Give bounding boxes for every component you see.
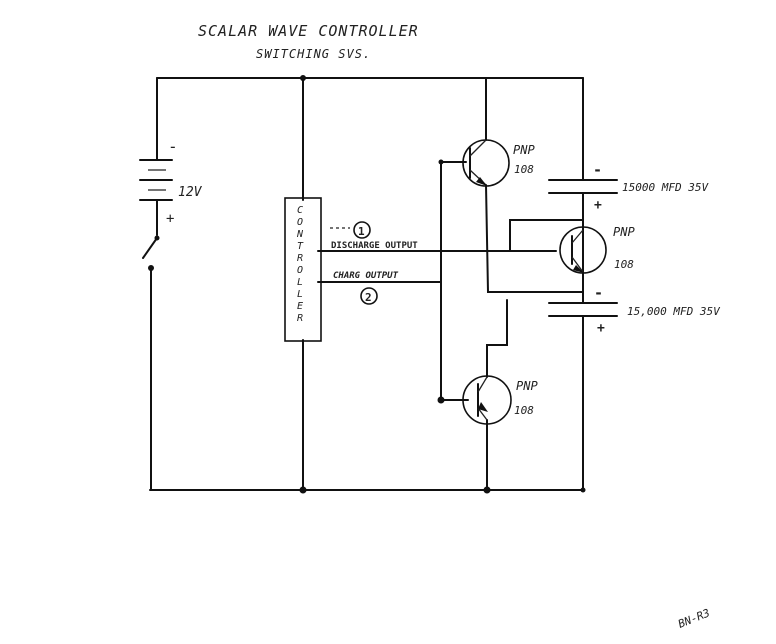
transistor-top-model: 108 [514,163,534,176]
battery-voltage-label: 12V [178,185,203,200]
capacitor-bottom-minus: - [594,284,603,302]
capacitor-top-plus: + [594,198,602,213]
transistor-middle-model: 108 [614,258,634,271]
discharge-output-label: DISCHARGE OUTPUT [331,241,418,251]
capacitor-top [548,169,618,201]
transistor-middle-type: PNP [613,225,635,239]
controller-label: CONTROLLER [295,205,306,325]
marker-1-circle [353,221,371,239]
transistor-bottom [462,375,512,425]
capacitor-bottom-label: 15,000 MFD 35V [627,305,721,318]
capacitor-top-label: 15000 MFD 35V [622,181,709,194]
marker-2-circle [360,287,378,305]
battery-plus-sign: + [166,211,174,227]
marker-2-text: 2 [365,291,372,304]
transistor-middle [559,226,607,274]
q1-emitter-wire [485,184,584,293]
capacitor-bottom-plus: + [597,321,605,336]
capacitor-bottom [548,291,618,326]
charge-output-label: CHARG OUTPUT [333,271,399,281]
transistor-bottom-model: 108 [514,404,534,417]
battery-symbol [139,159,173,271]
title-line-2: SWITCHING SVS. [256,47,371,61]
transistor-top-type: PNP [513,143,535,157]
junction-dots [299,75,586,494]
title-line-1: SCALAR WAVE CONTROLLER [198,22,419,40]
marker-1-text: 1 [358,225,365,238]
q3-collector-wire [486,299,508,378]
transistor-bottom-type: PNP [516,379,538,393]
controller-box [284,197,322,342]
wiring [149,77,584,491]
battery-minus-sign: - [168,137,178,156]
capacitor-top-minus: - [593,161,602,179]
transistor-top [462,139,510,187]
q2-feed-wire [509,219,584,251]
corner-note: BN-R3 [676,606,712,630]
